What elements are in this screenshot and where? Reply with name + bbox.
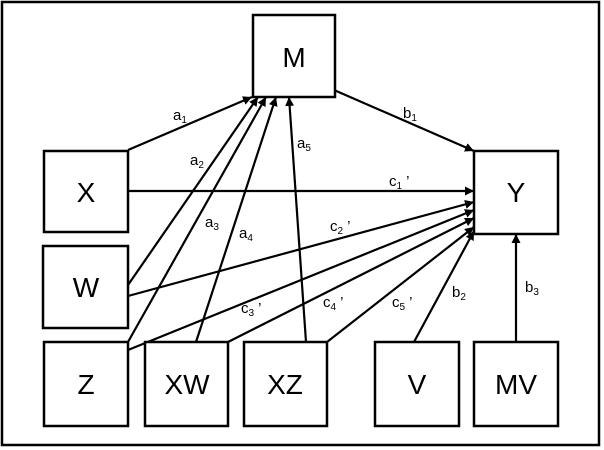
edge-a5 bbox=[285, 96, 308, 343]
node-y-label: Y bbox=[507, 177, 526, 208]
edge-c2-label: c2’ bbox=[330, 218, 350, 237]
node-xz-box bbox=[242, 340, 329, 428]
node-w-label: W bbox=[73, 272, 100, 303]
node-xz-label: XZ bbox=[267, 369, 303, 400]
node-m-box bbox=[251, 13, 337, 99]
node-z-box bbox=[42, 340, 130, 428]
node-x-box bbox=[42, 149, 130, 234]
node-v-box bbox=[373, 340, 461, 428]
edge-b1-label: b1 bbox=[403, 105, 417, 124]
edge-c2 bbox=[127, 200, 475, 298]
node-y-box bbox=[472, 149, 560, 236]
edge-b2 bbox=[413, 230, 475, 343]
edge-a3-label: a3 bbox=[205, 214, 219, 233]
node-z-label: Z bbox=[77, 369, 94, 400]
edge-c3-label: c3’ bbox=[241, 300, 261, 319]
node-mv-label: MV bbox=[495, 369, 537, 400]
edge-a3 bbox=[127, 96, 267, 343]
node-x-label: X bbox=[77, 177, 96, 208]
edge-c5 bbox=[326, 226, 475, 343]
edge-c4-label: c4’ bbox=[323, 294, 343, 313]
edge-c5-label: c5’ bbox=[392, 294, 412, 313]
node-mv-box bbox=[472, 340, 560, 428]
edge-c4 bbox=[227, 217, 475, 343]
edge-a4 bbox=[194, 96, 278, 343]
edge-b2-label: b2 bbox=[452, 284, 466, 303]
edge-a2-label: a2 bbox=[190, 152, 204, 171]
edge-c1-label: c1’ bbox=[389, 173, 409, 192]
node-xw-label: XW bbox=[164, 369, 210, 400]
node-xw-box bbox=[143, 340, 230, 428]
edge-c3 bbox=[127, 208, 475, 352]
edge-a5-label: a5 bbox=[297, 135, 311, 154]
node-v-label: V bbox=[408, 369, 427, 400]
edge-b1 bbox=[333, 88, 475, 153]
edge-a1-label: a1 bbox=[173, 107, 187, 126]
edge-a1 bbox=[127, 95, 253, 152]
edge-a4-label: a4 bbox=[239, 225, 253, 244]
node-m-label: M bbox=[282, 42, 305, 73]
node-w-box bbox=[41, 244, 130, 330]
edge-b3-label: b3 bbox=[525, 279, 539, 298]
